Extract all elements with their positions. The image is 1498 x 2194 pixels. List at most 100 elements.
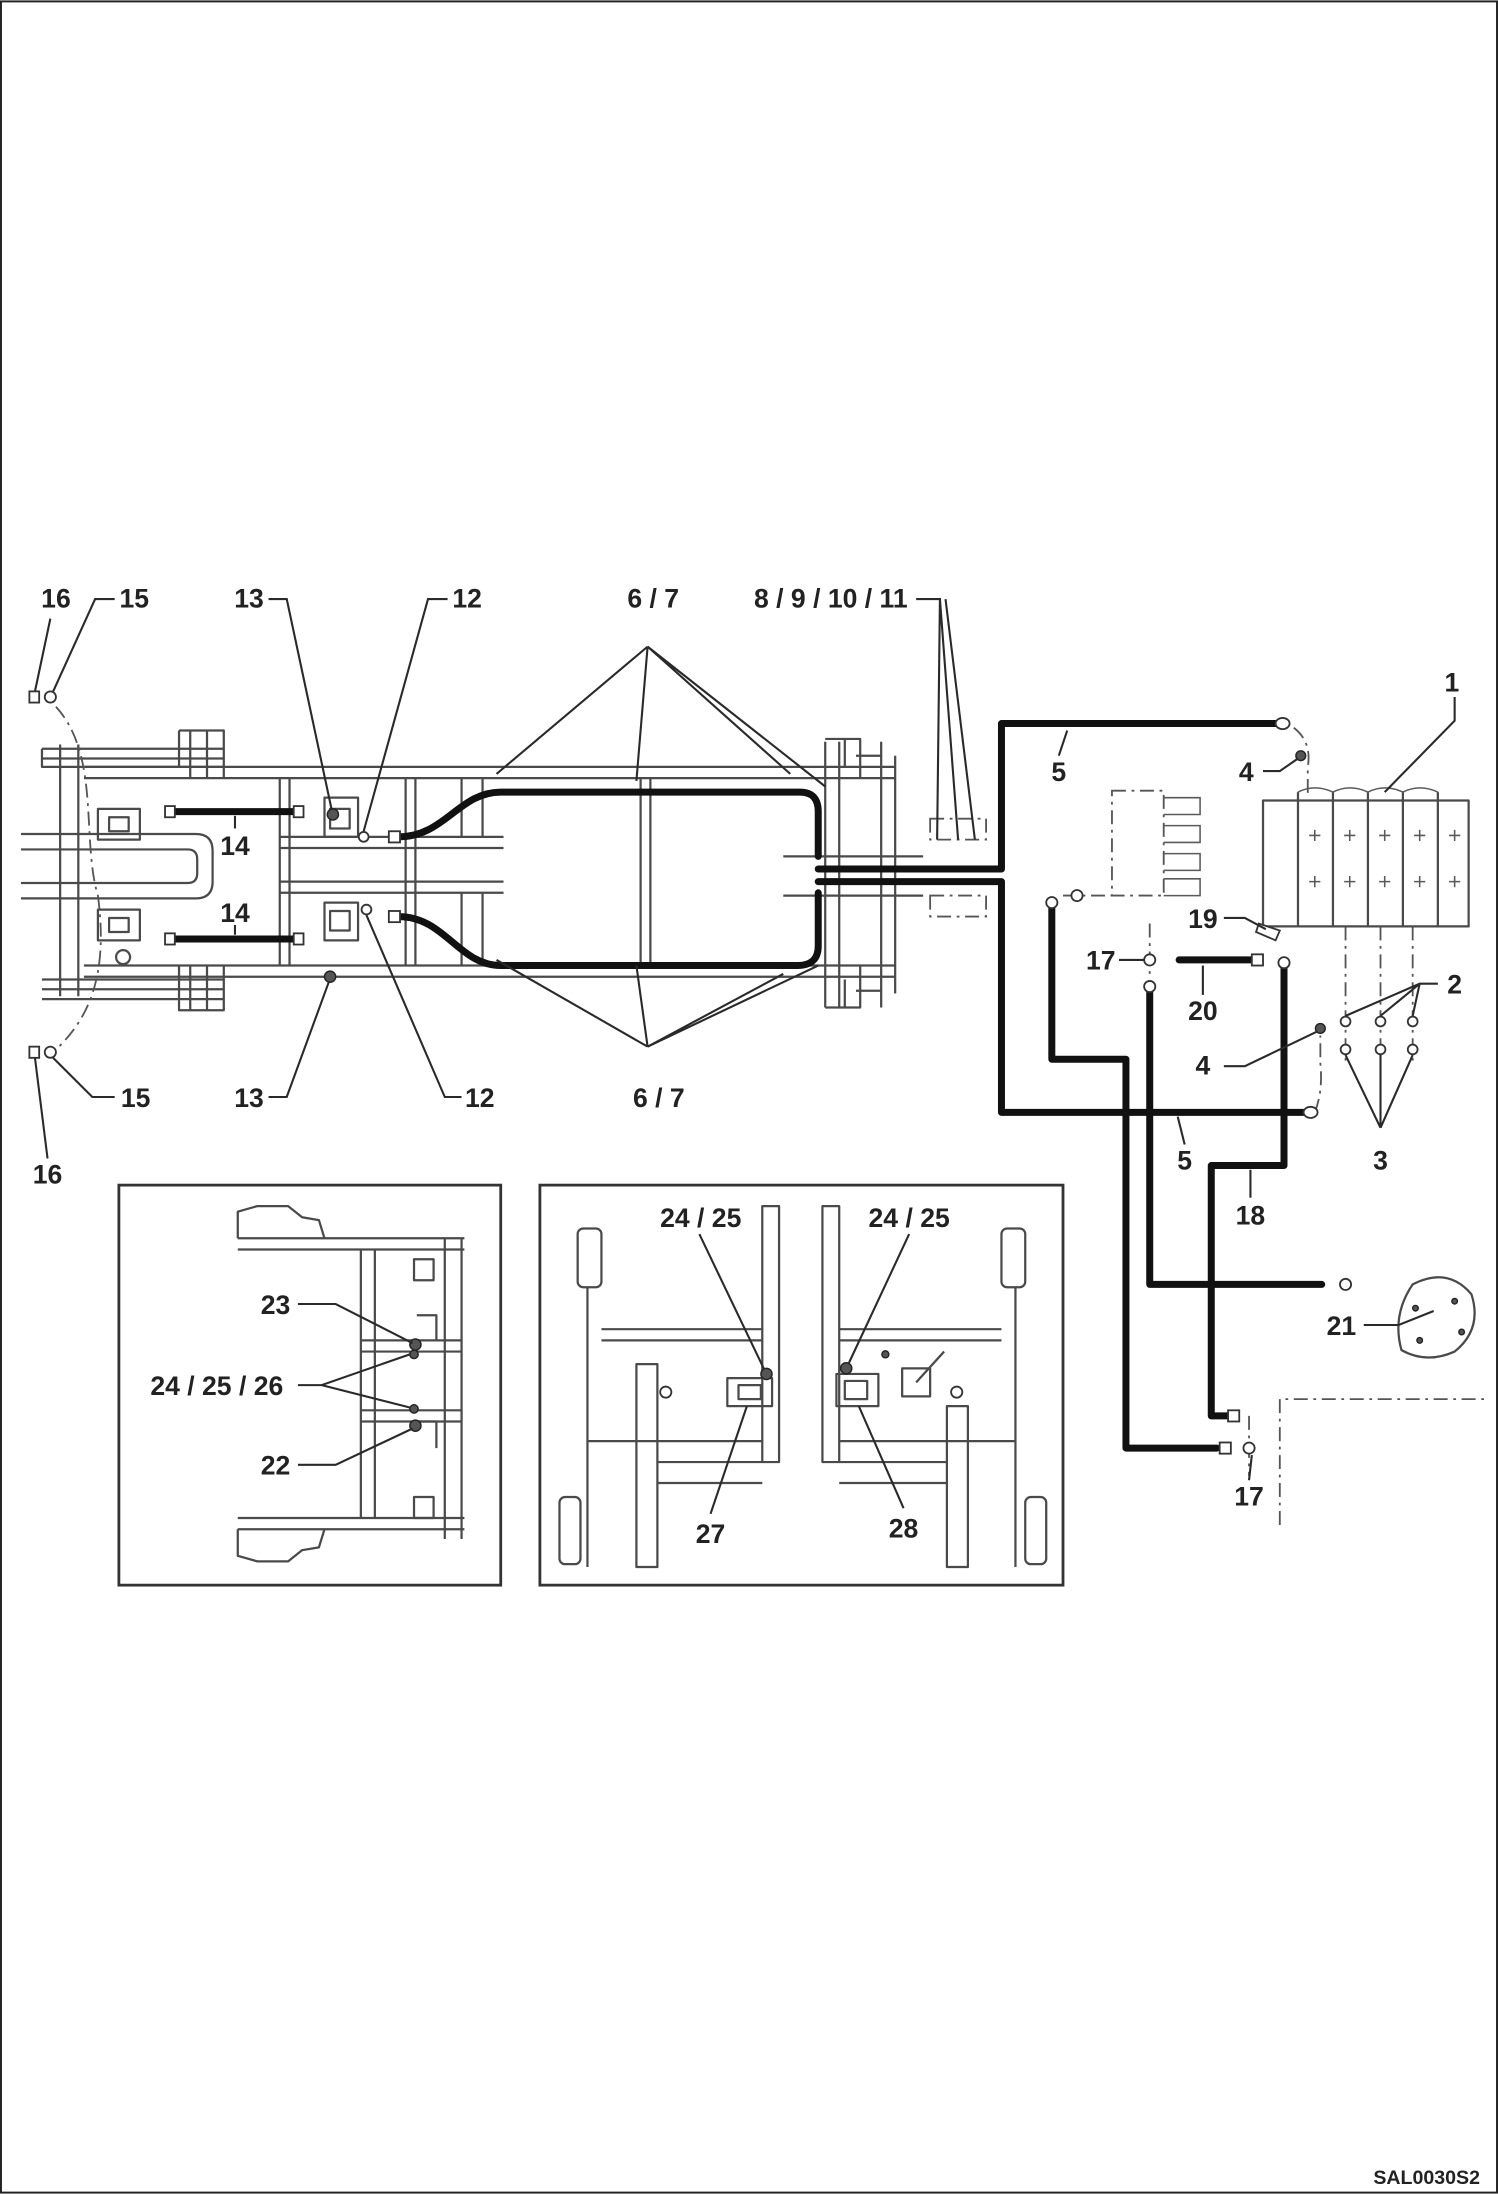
leader-21 — [1363, 1310, 1435, 1327]
inset-right-wheel-bottom-left — [558, 1495, 582, 1566]
inset-right-wheel-top-left — [576, 1227, 603, 1289]
inset-right-component-28 — [835, 1372, 880, 1408]
inset-right-border — [538, 1183, 1065, 1587]
inset-right-fitting-24-25-right — [839, 1362, 853, 1375]
phantom-machine-outline — [1278, 1398, 1487, 1525]
leader-16-bottom — [33, 1057, 49, 1159]
frame-left-bottom-crossbar — [41, 978, 224, 1001]
fitting-4-upper — [1295, 750, 1307, 762]
battery-outline — [1261, 799, 1470, 928]
callout-20: 20 — [1188, 996, 1218, 1026]
callout-6-7-bottom: 6 / 7 — [633, 1083, 685, 1113]
fitting-20-end — [1250, 953, 1264, 967]
phantom-battery-leads — [1344, 926, 1414, 1064]
inset-right-post-left — [761, 1204, 781, 1464]
frame-mid-bracket-lower — [323, 901, 360, 942]
frame-fork-arm-inner — [20, 848, 199, 885]
connector-2b — [1374, 1015, 1387, 1028]
callout-21: 21 — [1327, 1311, 1357, 1341]
fitting-15-top — [43, 690, 57, 704]
frame-bracket-bottom-right — [825, 965, 882, 1009]
leader-27 — [709, 1405, 748, 1515]
callout-17-bottom: 17 — [1234, 1481, 1264, 1511]
leader-4-top — [1263, 757, 1299, 773]
leader-1 — [1383, 696, 1456, 793]
battery-terminal-marks — [1309, 829, 1461, 888]
callout-24-25-right: 24 / 25 — [869, 1203, 950, 1233]
frame-inner-verticals — [278, 778, 652, 966]
inset-left-top-rail — [237, 1237, 465, 1251]
callout-1: 1 — [1444, 667, 1459, 697]
battery-connectors-3 — [1339, 1043, 1419, 1056]
connector-2a — [1339, 1015, 1352, 1028]
phantom-line-to-battery-top — [1293, 727, 1310, 798]
leader-15-top — [52, 598, 115, 692]
callout-16-bottom: 16 — [33, 1160, 63, 1190]
round-housing-21 — [1339, 1276, 1476, 1359]
frame-top-rail — [83, 765, 896, 780]
connector-3c — [1406, 1043, 1419, 1056]
callout-23: 23 — [261, 1290, 291, 1320]
leader-3 — [1344, 1054, 1414, 1129]
frame-left-post — [59, 744, 80, 997]
callout-15-top: 15 — [120, 583, 150, 613]
leader-15-bottom — [52, 1057, 115, 1099]
inset-right-fitting-small — [881, 1350, 890, 1359]
frame-bracket-top-right — [825, 737, 882, 779]
callout-12-top: 12 — [452, 583, 482, 613]
leader-6-7-bottom — [496, 959, 819, 1048]
inset-right-wheel-top-right — [1000, 1227, 1027, 1289]
phantom-connector-8-11-top — [929, 817, 987, 841]
battery-cell-caps — [1297, 787, 1439, 793]
inset-left-top-bracket — [236, 1204, 326, 1239]
fitting-17-upper — [1143, 953, 1157, 967]
coupling-17-lower — [1242, 1441, 1256, 1455]
leader-2 — [1345, 982, 1438, 1017]
fitting-18-end — [1227, 1409, 1241, 1423]
fitting-12-upper — [357, 831, 370, 843]
callout-5-top: 5 — [1051, 757, 1066, 787]
drawing-code: SAL0030S2 — [1373, 2167, 1480, 2189]
callout-8-9-10-11: 8 / 9 / 10 / 11 — [754, 583, 908, 613]
leader-lines — [33, 598, 1456, 1481]
leader-8-11 — [916, 598, 976, 840]
inset-right-wheel-bottom-right — [1024, 1495, 1048, 1566]
inset-left-verticals — [359, 1238, 463, 1539]
leader-4-lower — [1223, 1030, 1319, 1068]
fitting — [164, 805, 176, 819]
callout-6-7-top: 6 / 7 — [627, 583, 679, 613]
fitting-valve-port — [1070, 889, 1084, 903]
fitting — [292, 805, 305, 819]
phantom-lines — [52, 706, 1487, 1525]
fitting-hose-start — [1045, 896, 1059, 910]
frame-cylinder-lower — [96, 908, 141, 942]
callout-28: 28 — [889, 1514, 919, 1544]
leader-19 — [1223, 916, 1267, 931]
inset-left-fitting-24-25-26-lower — [409, 1404, 419, 1414]
inset-left-bottom-rail — [237, 1516, 465, 1531]
leader-6-7-top — [495, 645, 826, 788]
main-callouts: 16 15 13 12 6 / 7 8 / 9 / 10 / 11 1 5 4 … — [33, 583, 1462, 1511]
hose-18 — [1207, 962, 1288, 1420]
leader-12-top — [362, 598, 448, 832]
hoses — [171, 720, 1326, 1452]
callout-18: 18 — [1236, 1200, 1266, 1230]
leader-24-25-left — [698, 1233, 765, 1369]
callout-22: 22 — [261, 1451, 291, 1481]
leader-5-lower — [1176, 1116, 1186, 1145]
housing-bolt — [1416, 1336, 1424, 1344]
callout-13-bottom: 13 — [234, 1083, 264, 1113]
phantom-valve-block — [1111, 789, 1165, 897]
frame-mid-rail-lower — [279, 880, 504, 894]
fitting — [164, 932, 176, 946]
fitting — [387, 830, 401, 844]
hose-5-upper — [814, 720, 1281, 873]
callout-4-lower: 4 — [1195, 1051, 1210, 1081]
phantom-left-side — [52, 706, 102, 1053]
leader-12-bottom — [365, 914, 462, 1099]
hose-6-7-loop — [395, 788, 822, 970]
inset-right-component-27 — [726, 1377, 774, 1408]
inset-right-pivot-left — [659, 1385, 673, 1399]
